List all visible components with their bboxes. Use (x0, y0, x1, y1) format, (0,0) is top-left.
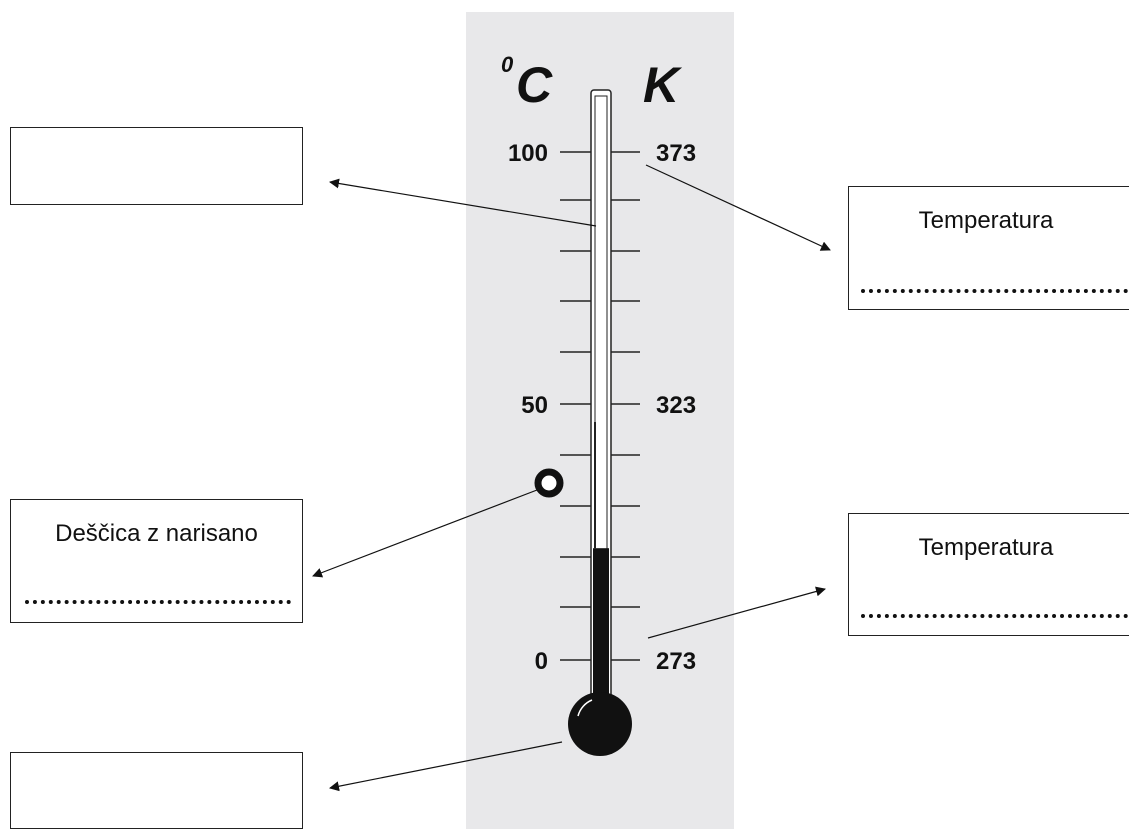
label-box-text: Temperatura (918, 207, 1054, 234)
kelvin-tick-323: 323 (656, 392, 696, 419)
answer-blank-line[interactable] (861, 614, 1129, 618)
arrow-to-top-right-box (645, 164, 831, 251)
major-ticks (560, 151, 640, 661)
celsius-tick-50: 50 (521, 392, 548, 419)
kelvin-tick-273: 273 (656, 648, 696, 675)
celsius-tick-100: 100 (508, 140, 548, 167)
celsius-degree-sup: 0 (501, 52, 514, 77)
arrow-to-bottom-left-box (329, 741, 563, 792)
thermometer-bulb (568, 692, 632, 756)
label-box-mid-left[interactable]: Deščica z narisano (10, 499, 303, 623)
liquid-column (593, 548, 609, 718)
arrow-to-mid-left-box (312, 489, 538, 578)
label-box-text: Deščica z narisano (55, 520, 258, 547)
kelvin-unit-label: K (643, 57, 683, 113)
label-box-top-left[interactable] (10, 127, 303, 205)
label-box-top-right[interactable]: Temperatura (848, 186, 1129, 310)
answer-blank-line[interactable] (861, 289, 1129, 293)
answer-blank-line[interactable] (25, 600, 291, 604)
label-box-bottom-left[interactable] (10, 752, 303, 829)
celsius-tick-0: 0 (535, 648, 548, 675)
pointer-arrows (312, 164, 831, 792)
label-box-bottom-right[interactable]: Temperatura (848, 513, 1129, 636)
arrow-to-bottom-right-box (647, 586, 826, 639)
label-box-text: Temperatura (918, 534, 1054, 561)
bulb-highlight (577, 699, 593, 717)
arrow-to-top-left-box (329, 178, 597, 227)
celsius-unit-label: C (516, 57, 553, 113)
screw-icon (534, 468, 564, 498)
kelvin-tick-373: 373 (656, 140, 696, 167)
